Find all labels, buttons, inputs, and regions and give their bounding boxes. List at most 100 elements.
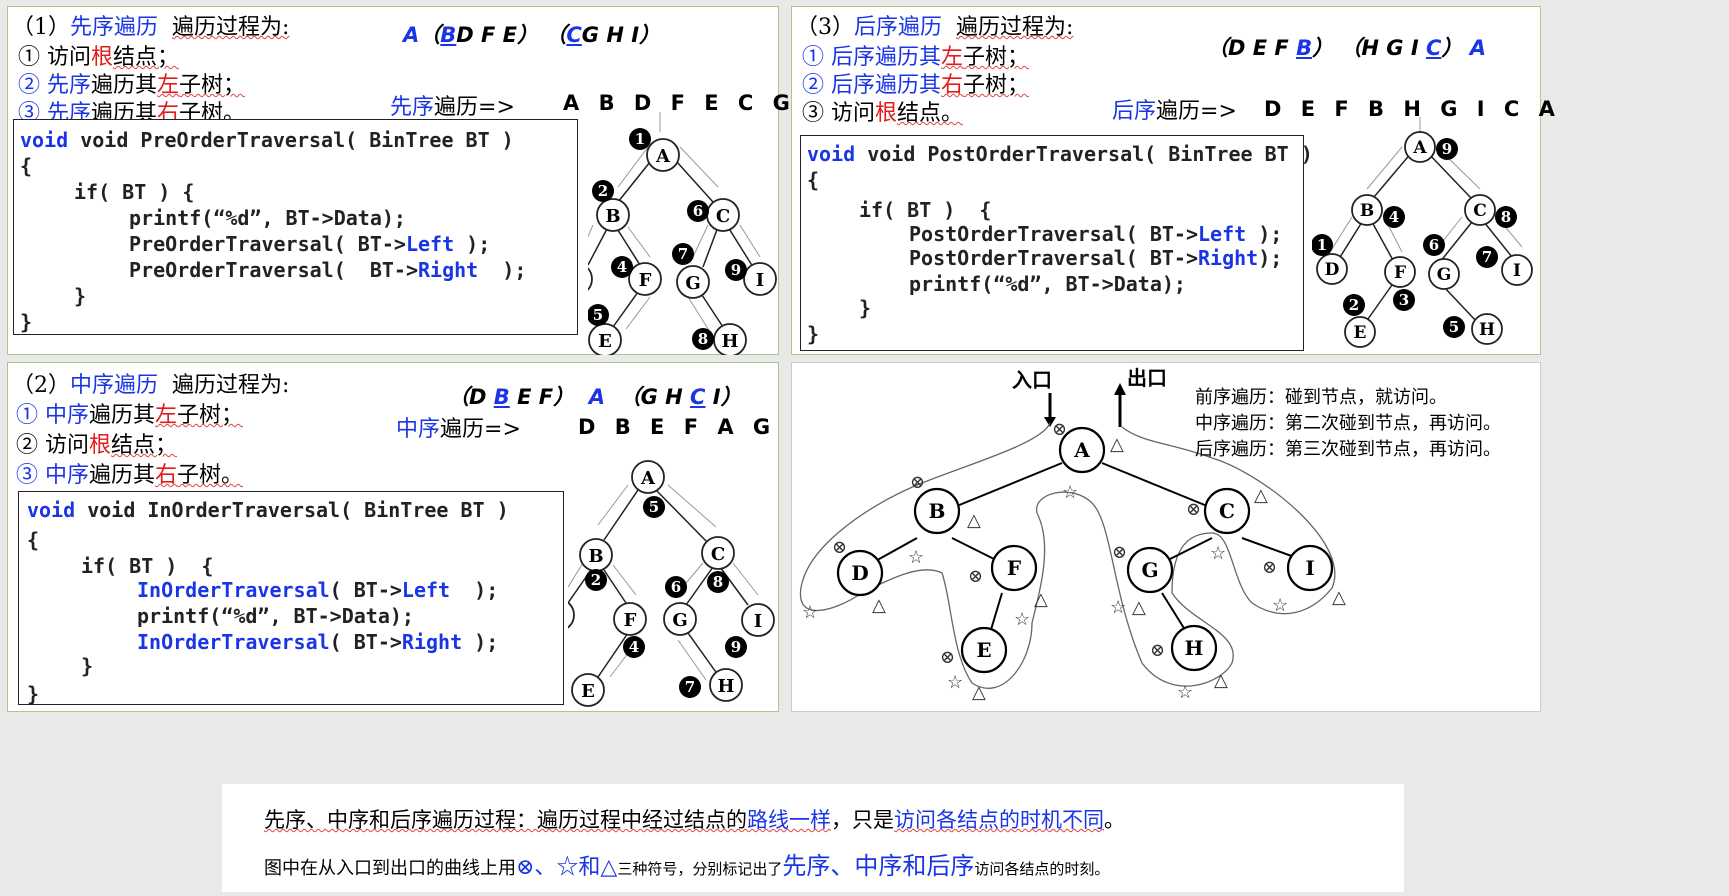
step-text: 结点。: [897, 101, 964, 126]
inorder-step-1: ① 中序遍历其左子树；: [16, 397, 243, 429]
code-text: PostOrderTraversal( BT->: [909, 246, 1198, 270]
code-text: if( BT ) {: [81, 554, 214, 578]
preorder-tree-diagram: A B C D F G I E H 1 2 3 4 5 6 7 8 9: [588, 112, 777, 355]
seq-part: E F: [517, 385, 554, 409]
step-keyword: 根: [89, 433, 112, 458]
svg-text:B: B: [605, 206, 620, 227]
step-text: ① 后序: [802, 45, 875, 70]
postorder-title: 后序遍历: [854, 15, 943, 40]
svg-text:A: A: [1073, 438, 1090, 462]
svg-text:2: 2: [1349, 296, 1359, 314]
svg-text:C: C: [1219, 499, 1235, 523]
traversal-notes: 前序遍历：碰到节点，就访问。 中序遍历：第二次碰到节点，再访问。 后序遍历：第三…: [1195, 385, 1501, 463]
svg-text:F: F: [1007, 556, 1021, 580]
svg-text:I: I: [756, 270, 764, 291]
code-text: PreOrderTraversal( BT->: [129, 258, 418, 282]
summary-line-1: 先序、中序和后序遍历过程：遍历过程中经过结点的路线一样，只是访问各结点的时机不同…: [264, 804, 1125, 834]
code-line: }: [20, 310, 33, 334]
svg-text:9: 9: [731, 261, 741, 279]
svg-text:8: 8: [698, 330, 708, 348]
svg-text:△: △: [967, 510, 981, 531]
seq-part: B: [493, 385, 510, 409]
note-inorder: 中序遍历：第二次碰到节点，再访问。: [1195, 413, 1501, 434]
seq-part: B: [1296, 36, 1313, 60]
seq-part: （: [419, 23, 441, 47]
postorder-result: D E F B H G I C A: [1264, 97, 1561, 121]
code-line: {: [807, 168, 820, 192]
svg-text:⊗: ⊗: [1112, 542, 1127, 563]
step-text: ① 中序: [16, 403, 89, 428]
summary-text: ，只是: [831, 808, 894, 832]
svg-text:3: 3: [1399, 291, 1409, 309]
svg-text:☆: ☆: [802, 602, 818, 623]
svg-text:9: 9: [1442, 140, 1452, 158]
path-node-C: [1203, 487, 1251, 535]
preorder-code-block: void void PreOrderTraversal( BinTree BT …: [13, 119, 578, 335]
svg-text:⊗: ⊗: [1052, 419, 1067, 440]
seq-part: I: [712, 385, 721, 409]
summary-line-2: 图中在从入口到出口的曲线上用⊗、☆和△三种符号，分别标记出了先序、中序和后序访问…: [264, 846, 1109, 881]
seq-part: （: [619, 385, 641, 409]
label-text: 后序: [1112, 99, 1157, 124]
tree-node-F: [628, 262, 662, 296]
seq-part: ）: [517, 23, 539, 47]
traversal-path-diagram: 入口 出口 A B C: [799, 366, 1346, 703]
path-node-G: [1126, 546, 1174, 594]
svg-text:△: △: [1254, 485, 1268, 506]
summary-box: 先序、中序和后序遍历过程：遍历过程中经过结点的路线一样，只是访问各结点的时机不同…: [222, 784, 1404, 892]
svg-text:☆: ☆: [1272, 595, 1288, 616]
svg-text:⊗: ⊗: [1262, 557, 1277, 578]
svg-text:A: A: [655, 146, 671, 167]
postorder-subtitle: 遍历过程为:: [956, 15, 1074, 40]
svg-text:D: D: [1325, 260, 1340, 280]
code-text: PreOrderTraversal( BT->: [129, 232, 406, 256]
svg-text:I: I: [754, 611, 762, 632]
label-text: 先序: [390, 95, 435, 120]
code-line: }: [81, 654, 94, 678]
summary-text: 。: [1104, 808, 1125, 832]
code-text: );: [1258, 246, 1283, 270]
inorder-grouped-sequence: （D B E F） A （G H C I）: [448, 381, 742, 411]
svg-text:C: C: [711, 544, 725, 565]
svg-text:D: D: [851, 561, 868, 585]
inorder-subtitle: 遍历过程为:: [172, 373, 290, 398]
preorder-grouped-sequence: A（BD F E） （CG H I）: [403, 19, 660, 49]
svg-text:△: △: [1214, 670, 1228, 691]
seq-part: A: [403, 23, 420, 47]
svg-text:I: I: [1305, 556, 1314, 580]
step-text: ② 后序: [802, 73, 875, 98]
svg-text:H: H: [717, 676, 734, 697]
svg-text:F: F: [639, 270, 652, 291]
code-line: printf(“%d”, BT->Data);: [129, 206, 406, 230]
step-keyword: 右: [941, 73, 964, 98]
svg-text:H: H: [1479, 320, 1495, 340]
label-text: 遍历=>: [434, 95, 515, 120]
inorder-result-label: 中序遍历=>: [396, 411, 521, 443]
code-text: );: [1246, 222, 1283, 246]
tree-node-E: [588, 323, 622, 355]
svg-text:E: E: [598, 331, 612, 352]
postorder-panel: （3）后序遍历 遍历过程为: ① 后序遍历其左子树； ② 后序遍历其右子树； ③…: [791, 6, 1555, 355]
code-line: PreOrderTraversal( BT->Right );: [129, 258, 526, 282]
svg-text:☆: ☆: [1210, 543, 1226, 564]
path-node-F: [990, 544, 1038, 592]
svg-text:G: G: [1437, 265, 1452, 285]
code-text: ( BT->: [329, 578, 402, 602]
code-line: printf(“%d”, BT->Data);: [137, 604, 414, 628]
summary-highlight: 访问各结点的时机不同: [894, 808, 1104, 832]
inorder-code-block: void void InOrderTraversal( BinTree BT )…: [18, 491, 564, 706]
svg-text:8: 8: [713, 573, 723, 591]
traversal-path-panel: 入口 出口 A B C: [791, 362, 1541, 712]
preorder-number: （1）: [12, 15, 70, 40]
svg-text:☆: ☆: [947, 672, 963, 693]
svg-text:B: B: [1360, 201, 1374, 221]
code-line: }: [807, 322, 820, 346]
code-text: void PostOrderTraversal( BinTree BT ): [867, 142, 1313, 166]
preorder-panel: （1）先序遍历 遍历过程为: ① 访问根结点； ② 先序遍历其左子树； ③ 先序…: [7, 6, 854, 355]
step-text: 遍历其: [89, 403, 156, 428]
svg-text:G: G: [685, 273, 700, 294]
seq-part: （: [545, 23, 567, 47]
postorder-grouped-sequence: （D E F B） （H G I C） A: [1207, 32, 1486, 62]
code-line: }: [74, 284, 87, 308]
path-node-H: [1170, 624, 1218, 672]
